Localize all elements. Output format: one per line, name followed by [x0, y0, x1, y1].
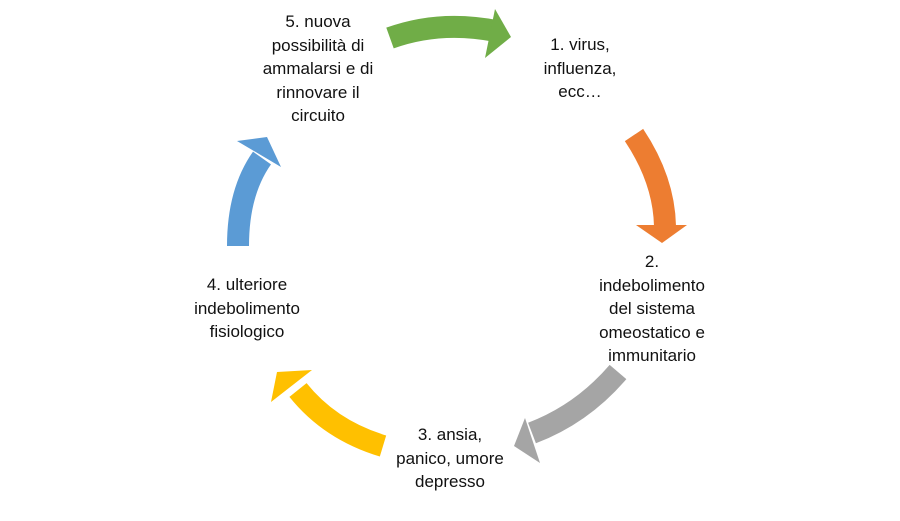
- node-line: fisiologico: [209, 322, 285, 341]
- node-line: del sistema: [609, 299, 695, 318]
- node-line: possibilità di: [271, 35, 365, 55]
- arrow-5-to-1: [386, 9, 511, 58]
- node-line: immunitario: [608, 346, 696, 365]
- node-line: rinnovare il: [276, 82, 360, 102]
- node-3-ansia: 3. ansia, panico, umore depresso: [396, 423, 504, 494]
- node-line: indebolimento: [599, 275, 705, 295]
- node-line: panico, umore: [396, 448, 504, 468]
- node-5-nuova-possibilita: 5. nuova possibilità di ammalarsi e di r…: [263, 10, 374, 128]
- node-line: 2.: [644, 252, 660, 271]
- node-line: ecc…: [558, 82, 602, 101]
- node-line: omeostatico e: [599, 322, 705, 342]
- node-line: 1. virus,: [550, 35, 610, 54]
- node-line: circuito: [291, 106, 345, 125]
- node-line: depresso: [415, 472, 485, 491]
- node-line: ammalarsi e di: [262, 59, 374, 78]
- arrow-4-to-5: [227, 137, 281, 247]
- node-4-ulteriore: 4. ulteriore indebolimento fisiologico: [194, 273, 300, 344]
- node-line: 3. ansia,: [417, 425, 483, 444]
- node-line: 4. ulteriore: [206, 275, 288, 294]
- arrow-3-to-4: [271, 370, 387, 457]
- node-line: indebolimento: [194, 298, 300, 318]
- node-line: influenza,: [543, 58, 617, 78]
- node-line: 5. nuova: [285, 12, 351, 31]
- node-1-virus: 1. virus, influenza, ecc…: [544, 33, 617, 104]
- arrow-1-to-2: [624, 128, 687, 243]
- node-2-indebolimento: 2. indebolimento del sistema omeostatico…: [599, 250, 705, 368]
- arrow-2-to-3: [514, 364, 627, 463]
